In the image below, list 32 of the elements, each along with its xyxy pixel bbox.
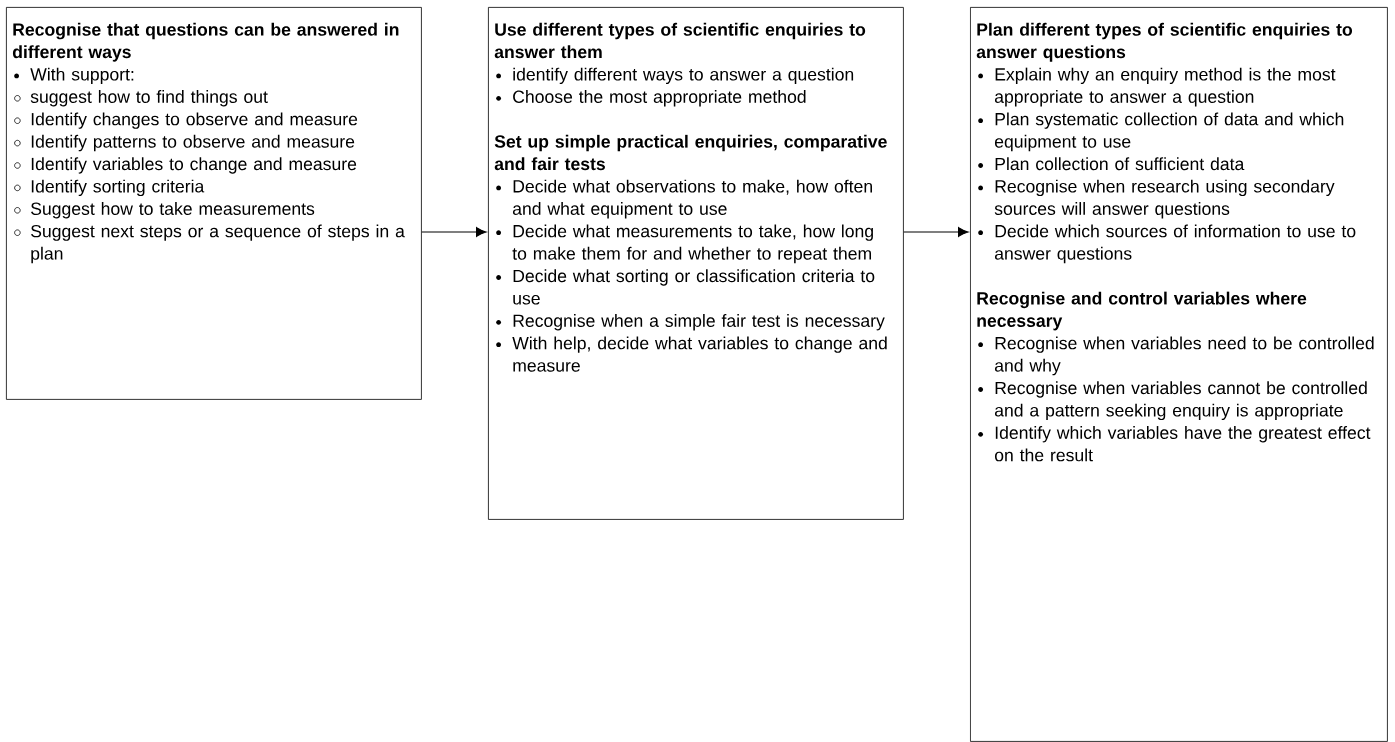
sub-bullet-item: Suggest next steps or a sequence of steps in a plan bbox=[14, 224, 405, 264]
heading: Set up simple practical enquiries, comparative and fair tests bbox=[494, 134, 887, 171]
bullet-item: Explain why an enquiry method is the most appropriate to answer a question bbox=[978, 67, 1336, 107]
bullet-item: Recognise when variables cannot be controlled and a pattern seeking enquiry is appropriate bbox=[978, 381, 1367, 421]
sub-bullet-item: Suggest how to take measurements bbox=[14, 202, 315, 219]
bullet-item: Choose the most appropriate method bbox=[496, 90, 806, 107]
sub-bullet-item: Identify changes to observe and measure bbox=[14, 112, 358, 129]
text-box bbox=[970, 7, 1388, 742]
bullet-item: Decide what observations to make, how often and what equipment to use bbox=[496, 179, 872, 219]
arrow bbox=[903, 227, 969, 237]
bullet-item: Recognise when variables need to be controlled and why bbox=[978, 336, 1374, 376]
arrow bbox=[421, 227, 487, 237]
sub-bullet-item: suggest how to find things out bbox=[14, 90, 268, 107]
bullet-item: Recognise when a simple fair test is necessary bbox=[496, 314, 885, 331]
text-box bbox=[6, 7, 422, 400]
bullet-item: identify different ways to answer a question bbox=[496, 67, 854, 85]
heading: Plan different types of scientific enquiries to answer questions bbox=[976, 22, 1353, 62]
text-box bbox=[488, 7, 904, 520]
bullet-item: Decide what sorting or classification criteria to use bbox=[496, 269, 875, 305]
bullet-item: Identify which variables have the greatest effect on the result bbox=[978, 426, 1371, 462]
sub-bullet-item: Identify variables to change and measure bbox=[14, 157, 357, 174]
bullet-item: Decide what measurements to take, how long to make them for and whether to repeat them bbox=[496, 224, 873, 264]
bullet-item: Plan collection of sufficient data bbox=[978, 157, 1245, 171]
heading: Recognise that questions can be answered in different ways bbox=[12, 22, 399, 62]
bullet-item: Decide which sources of information to use to answer questions bbox=[978, 224, 1356, 264]
bullet-item: Recognise when research using secondary sources will answer questions bbox=[978, 179, 1335, 219]
bullet-item: Plan systematic collection of data and which equipment to use bbox=[978, 112, 1344, 152]
bullet-item: With help, decide what variables to change and measure bbox=[496, 336, 887, 372]
bullet-item: With support: bbox=[14, 67, 134, 85]
sub-bullet-item: Identify patterns to observe and measure bbox=[14, 134, 355, 152]
sub-bullet-item: Identify sorting criteria bbox=[14, 179, 205, 197]
heading: Recognise and control variables where necessary bbox=[977, 291, 1307, 331]
